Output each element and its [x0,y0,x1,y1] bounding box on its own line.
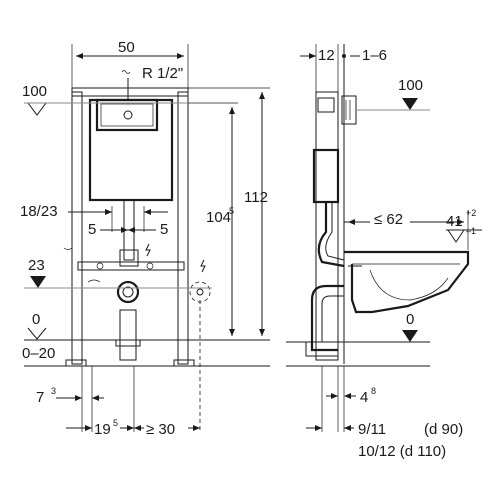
side-level-top-marker [402,98,418,110]
mounting-bar [77,261,185,271]
bolt-right-icon [146,262,154,270]
level-range: 0–20 [22,345,55,362]
frame-left-upright [71,91,83,365]
drain-pipe [119,309,137,361]
dim-bottom-left-sup: 3 [51,386,56,396]
side-flush-bend [317,202,345,268]
dim-pipe-line1-d: (d 90) [424,421,463,438]
hose-icon [87,279,101,283]
electric-icon-socket [200,259,206,273]
dim-bowl-height-sub: –1 [466,226,476,236]
socket-position [189,281,211,303]
level-top-marker [27,102,47,116]
front-view: 50 R 1/2" 100 112 104 5 18/23 5 5 [20,39,270,438]
actuator-plate [95,98,159,132]
foot-right [173,359,195,367]
dim-bottom-offset-sup: 8 [371,386,376,396]
side-frame [315,91,339,361]
bolt-left-icon [96,262,104,270]
brand-logo-icon [123,110,133,120]
dim-height-inner: 104 [206,209,231,226]
dim-depth-range: 1–6 [362,47,387,64]
drain-inner [122,286,134,298]
dim-bowl-length: ≤ 62 [374,211,403,228]
dim-bowl-height-sup: +2 [466,208,476,218]
level-floor: 0 [32,311,40,328]
side-cistern [312,148,340,204]
wc-bowl [344,250,470,314]
dim-height-total: 112 [244,189,268,206]
side-level-floor: 0 [406,311,414,328]
foot-left [65,359,87,367]
frame-top-rail [71,87,189,97]
dim-pipe-line2: 10/12 (d 110) [358,443,446,460]
frame-right-upright [177,91,189,365]
electric-icon-front [145,243,151,257]
dim-offset-left: 5 [88,221,96,238]
side-bowl-height-marker [447,229,465,243]
dim-thread: R 1/2" [142,65,183,82]
dim-bottom-mid: 19 [94,421,111,438]
level-top: 100 [22,83,47,100]
dim-pipe-line1: 9/11 [358,421,386,438]
dim-bottom-offset: 4 [360,389,368,406]
level-mid-marker [30,276,46,288]
flush-outlet [119,249,139,267]
water-icon [121,70,131,74]
side-level-top: 100 [398,77,423,94]
dim-bottom-mid-sup: 5 [113,418,118,428]
dim-offset-label: 18/23 [20,203,58,220]
side-view: 12 1–6 100 ≤ 62 41 +2 –1 0 4 [286,44,482,460]
socket-center [196,288,204,296]
drain-outlet [116,280,140,304]
dim-bottom-left: 7 [36,389,44,406]
cistern-body [88,98,174,202]
side-drain-pipe [310,284,344,352]
actuator-plate-inner [100,103,154,127]
dim-bowl-height: 41 [446,213,463,230]
dim-height-inner-sup: 5 [229,206,234,216]
wc-bowl-inner [369,269,449,301]
level-floor-marker [27,327,47,340]
dim-offset-right: 5 [160,221,168,238]
side-level-floor-marker [402,330,418,342]
dim-bottom-right: ≥ 30 [146,421,175,438]
level-mid: 23 [28,257,45,274]
dim-depth-top: 12 [318,47,335,64]
dim-width: 50 [118,39,135,56]
spray-icon [63,247,73,250]
